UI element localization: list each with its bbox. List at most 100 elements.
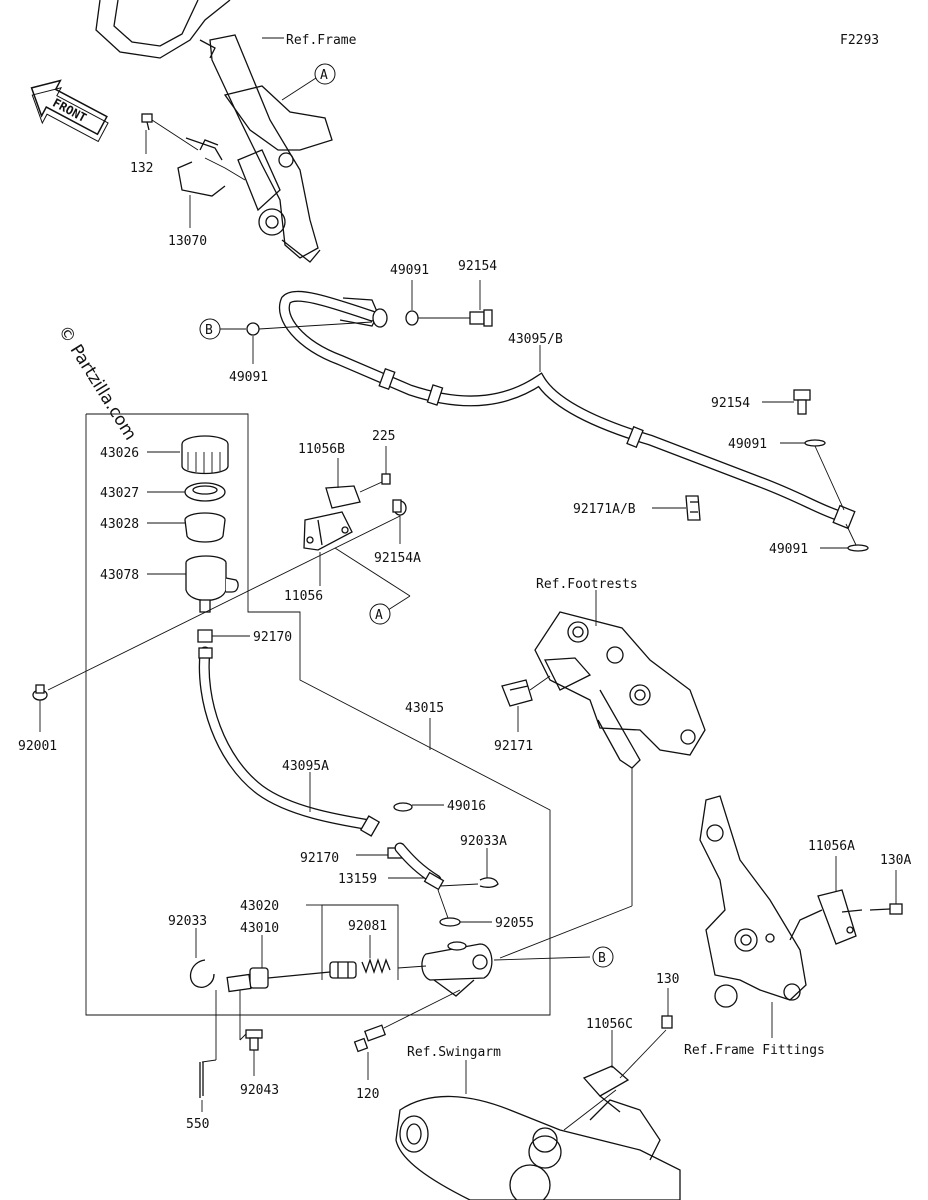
part-49091-c: 49091 [728, 437, 767, 452]
frame-fittings-reference-drawing [699, 795, 807, 1008]
callout-a-middle [369, 603, 391, 625]
bracket-11056 [303, 511, 353, 551]
cotter-pin-550 [199, 1062, 204, 1098]
spring-92081 [361, 957, 391, 975]
push-rod-43010 [226, 967, 331, 993]
part-13159: 13159 [338, 872, 377, 887]
part-43015: 43015 [405, 701, 444, 716]
hose-43095a [198, 646, 381, 837]
part-49091-a: 49091 [390, 263, 429, 278]
part-13070: 13070 [168, 234, 207, 249]
frame-reference-drawing [95, 0, 333, 263]
part-92154-b: 92154 [711, 396, 750, 411]
footrest-reference-drawing [534, 611, 706, 769]
callout-a-top [314, 63, 336, 85]
bolt-120 [353, 1024, 387, 1053]
fitting-13159 [394, 842, 445, 891]
part-92170-b: 92170 [300, 851, 339, 866]
reservoir-cap-43026 [181, 435, 229, 475]
washer-49091-c [804, 439, 826, 447]
callout-b-right-label: B [598, 951, 606, 966]
part-92081: 92081 [348, 919, 387, 934]
clip-92171 [501, 679, 533, 707]
callout-b-right [592, 946, 614, 968]
callout-a-top-label: A [320, 68, 328, 83]
circlip-92033a [479, 877, 499, 888]
part-92033a: 92033A [460, 834, 507, 849]
part-130a: 130A [880, 853, 911, 868]
part-92170-a: 92170 [253, 630, 292, 645]
bracket-11056c [582, 1065, 630, 1113]
assembly-boundary-box [85, 413, 551, 1016]
bolt-130a [869, 903, 903, 915]
clamp-13070 [177, 137, 226, 197]
diaphragm-43028 [184, 512, 226, 543]
part-92171ab: 92171A/B [573, 502, 636, 517]
callout-b-left-label: B [205, 323, 213, 338]
bracket-11056a [789, 889, 863, 945]
part-92033: 92033 [168, 914, 207, 929]
part-225: 225 [372, 429, 395, 444]
brake-hose-43095b [278, 290, 856, 530]
diaphragm-plate-43027 [184, 482, 226, 502]
swingarm-reference-drawing [395, 1095, 681, 1200]
part-43095b: 43095/B [508, 332, 563, 347]
part-92043: 92043 [240, 1083, 279, 1098]
part-130: 130 [656, 972, 679, 987]
part-43010: 43010 [240, 921, 279, 936]
bolt-92154-a [469, 309, 493, 327]
ref-footrests-label: Ref.Footrests [536, 577, 638, 592]
piston-43020 [329, 961, 357, 979]
ref-frame-label: Ref.Frame [286, 33, 357, 48]
part-92171: 92171 [494, 739, 533, 754]
part-43095a: 43095A [282, 759, 329, 774]
part-43028: 43028 [100, 517, 139, 532]
bolt-132 [141, 113, 153, 131]
screw-92001 [32, 684, 48, 701]
master-cylinder-body [421, 941, 493, 997]
part-11056: 11056 [284, 589, 323, 604]
copyright-watermark: © Partzilla.com [54, 322, 140, 444]
washer-49091-d [847, 544, 869, 552]
bolt-130 [661, 1015, 673, 1029]
part-92055: 92055 [495, 916, 534, 931]
banjo-fitting-upper [372, 308, 388, 328]
part-92154a: 92154A [374, 551, 421, 566]
hose-clamp-92170-a [197, 629, 213, 643]
part-group-43020-bracket [321, 904, 399, 980]
part-43020: 43020 [240, 899, 279, 914]
part-49091-d: 49091 [769, 542, 808, 557]
part-550: 550 [186, 1117, 209, 1132]
part-11056b: 11056B [298, 442, 345, 457]
bracket-11056b [325, 485, 361, 509]
part-92001: 92001 [18, 739, 57, 754]
part-49091-b: 49091 [229, 370, 268, 385]
part-120: 120 [356, 1087, 379, 1102]
ref-swingarm-label: Ref.Swingarm [407, 1045, 501, 1060]
washer-49091-b [246, 322, 260, 336]
washer-49091-a [405, 310, 419, 326]
bolt-92154-b [793, 389, 811, 415]
pin-92043 [245, 1029, 263, 1051]
part-43078: 43078 [100, 568, 139, 583]
front-arrow-icon: FRONT [30, 79, 109, 143]
clip-92171ab [685, 495, 701, 521]
oring-49016 [393, 802, 413, 812]
part-43027: 43027 [100, 486, 139, 501]
callout-a-middle-label: A [375, 608, 383, 623]
part-11056a: 11056A [808, 839, 855, 854]
part-92154-a: 92154 [458, 259, 497, 274]
circlip-92033 [189, 959, 215, 988]
bolt-225 [381, 473, 391, 485]
bolt-92154a [392, 499, 407, 516]
part-49016: 49016 [447, 799, 486, 814]
part-132: 132 [130, 161, 153, 176]
figure-id: F2293 [840, 33, 879, 48]
part-43026: 43026 [100, 446, 139, 461]
reservoir-43078 [185, 555, 239, 613]
ref-frame-fittings-label: Ref.Frame Fittings [684, 1043, 825, 1058]
oring-92055 [439, 917, 461, 927]
part-11056c: 11056C [586, 1017, 633, 1032]
